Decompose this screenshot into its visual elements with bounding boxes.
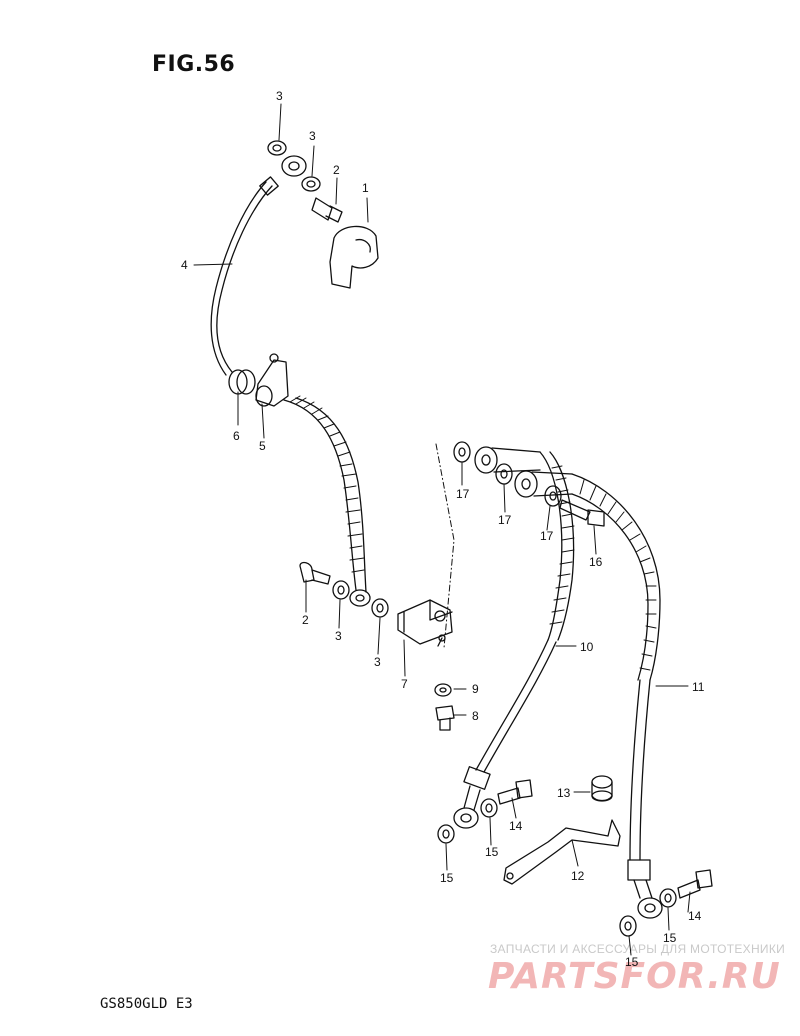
bolt-8 (435, 705, 455, 731)
cap-1 (329, 225, 379, 289)
hose-clamp-5 (255, 353, 289, 407)
watermark-logo: PARTSFOR.RU (488, 956, 781, 997)
hose-bracket-12 (503, 819, 621, 885)
washer-3-top-a (267, 140, 287, 156)
watermark-text: ЗАПЧАСТИ И АКСЕССУАРЫ ДЛЯ МОТОТЕХНИКИ (490, 942, 786, 956)
union-bolt-16 (559, 499, 605, 527)
callout-12: 12 (571, 869, 585, 883)
callout-2-lower: 2 (302, 613, 309, 627)
brake-hose-joint-7 (397, 599, 453, 647)
grommet-13 (591, 775, 613, 802)
washer-9 (434, 683, 452, 697)
callout-7: 7 (401, 677, 408, 691)
banjo-fitting-upper-a (474, 446, 541, 474)
figure-title: FIG.56 (152, 52, 236, 77)
union-bolt-2-lower (299, 561, 331, 585)
union-bolt-2-top (311, 197, 343, 223)
callout-15-d: 15 (625, 955, 639, 969)
callout-labels: 1 2 3 3 4 5 6 2 3 3 7 9 8 17 17 17 16 10… (181, 89, 705, 969)
callout-17-b: 17 (498, 513, 512, 527)
union-bolt-14-a (497, 779, 533, 805)
callout-10: 10 (580, 640, 594, 654)
model-code: GS850GLD E3 (100, 996, 193, 1012)
washer-17-a (453, 441, 471, 463)
callout-3-top-a: 3 (276, 89, 283, 103)
callout-17-c: 17 (540, 529, 554, 543)
callout-16: 16 (589, 555, 603, 569)
washer-15-c (659, 888, 677, 908)
callout-3-lower-a: 3 (335, 629, 342, 643)
washer-3-lower-a (332, 580, 350, 600)
brake-hose-armored-main (283, 395, 371, 607)
leader-lines (193, 103, 691, 956)
brake-hose-11 (571, 473, 663, 919)
washer-15-d (619, 915, 637, 937)
callout-5: 5 (259, 439, 266, 453)
callout-1: 1 (362, 181, 369, 195)
brake-hose-4 (210, 155, 307, 376)
washer-15-b (480, 798, 498, 818)
callout-14-b: 14 (688, 909, 702, 923)
callout-2-top: 2 (333, 163, 340, 177)
callout-6: 6 (233, 429, 240, 443)
washer-17-b (495, 463, 513, 485)
callout-14-a: 14 (509, 819, 523, 833)
callout-3-lower-b: 3 (374, 655, 381, 669)
union-bolt-14-b (677, 869, 713, 899)
callout-4: 4 (181, 258, 188, 272)
callout-3-top-b: 3 (309, 129, 316, 143)
callout-15-c: 15 (663, 931, 677, 945)
callout-15-a: 15 (440, 871, 454, 885)
washer-15-a (437, 824, 455, 844)
callout-11: 11 (692, 680, 705, 694)
callout-17-a: 17 (456, 487, 470, 501)
washer-3-lower-b (371, 598, 389, 618)
callout-13: 13 (557, 786, 571, 800)
brake-hose-10 (453, 451, 575, 829)
assembly-guide-line (435, 443, 455, 649)
hose-grommet-6 (228, 369, 256, 395)
washer-3-top-b (301, 176, 321, 192)
callout-9: 9 (472, 682, 479, 696)
banjo-fitting-upper-b (514, 470, 573, 498)
callout-15-b: 15 (485, 845, 499, 859)
callout-8: 8 (472, 709, 479, 723)
